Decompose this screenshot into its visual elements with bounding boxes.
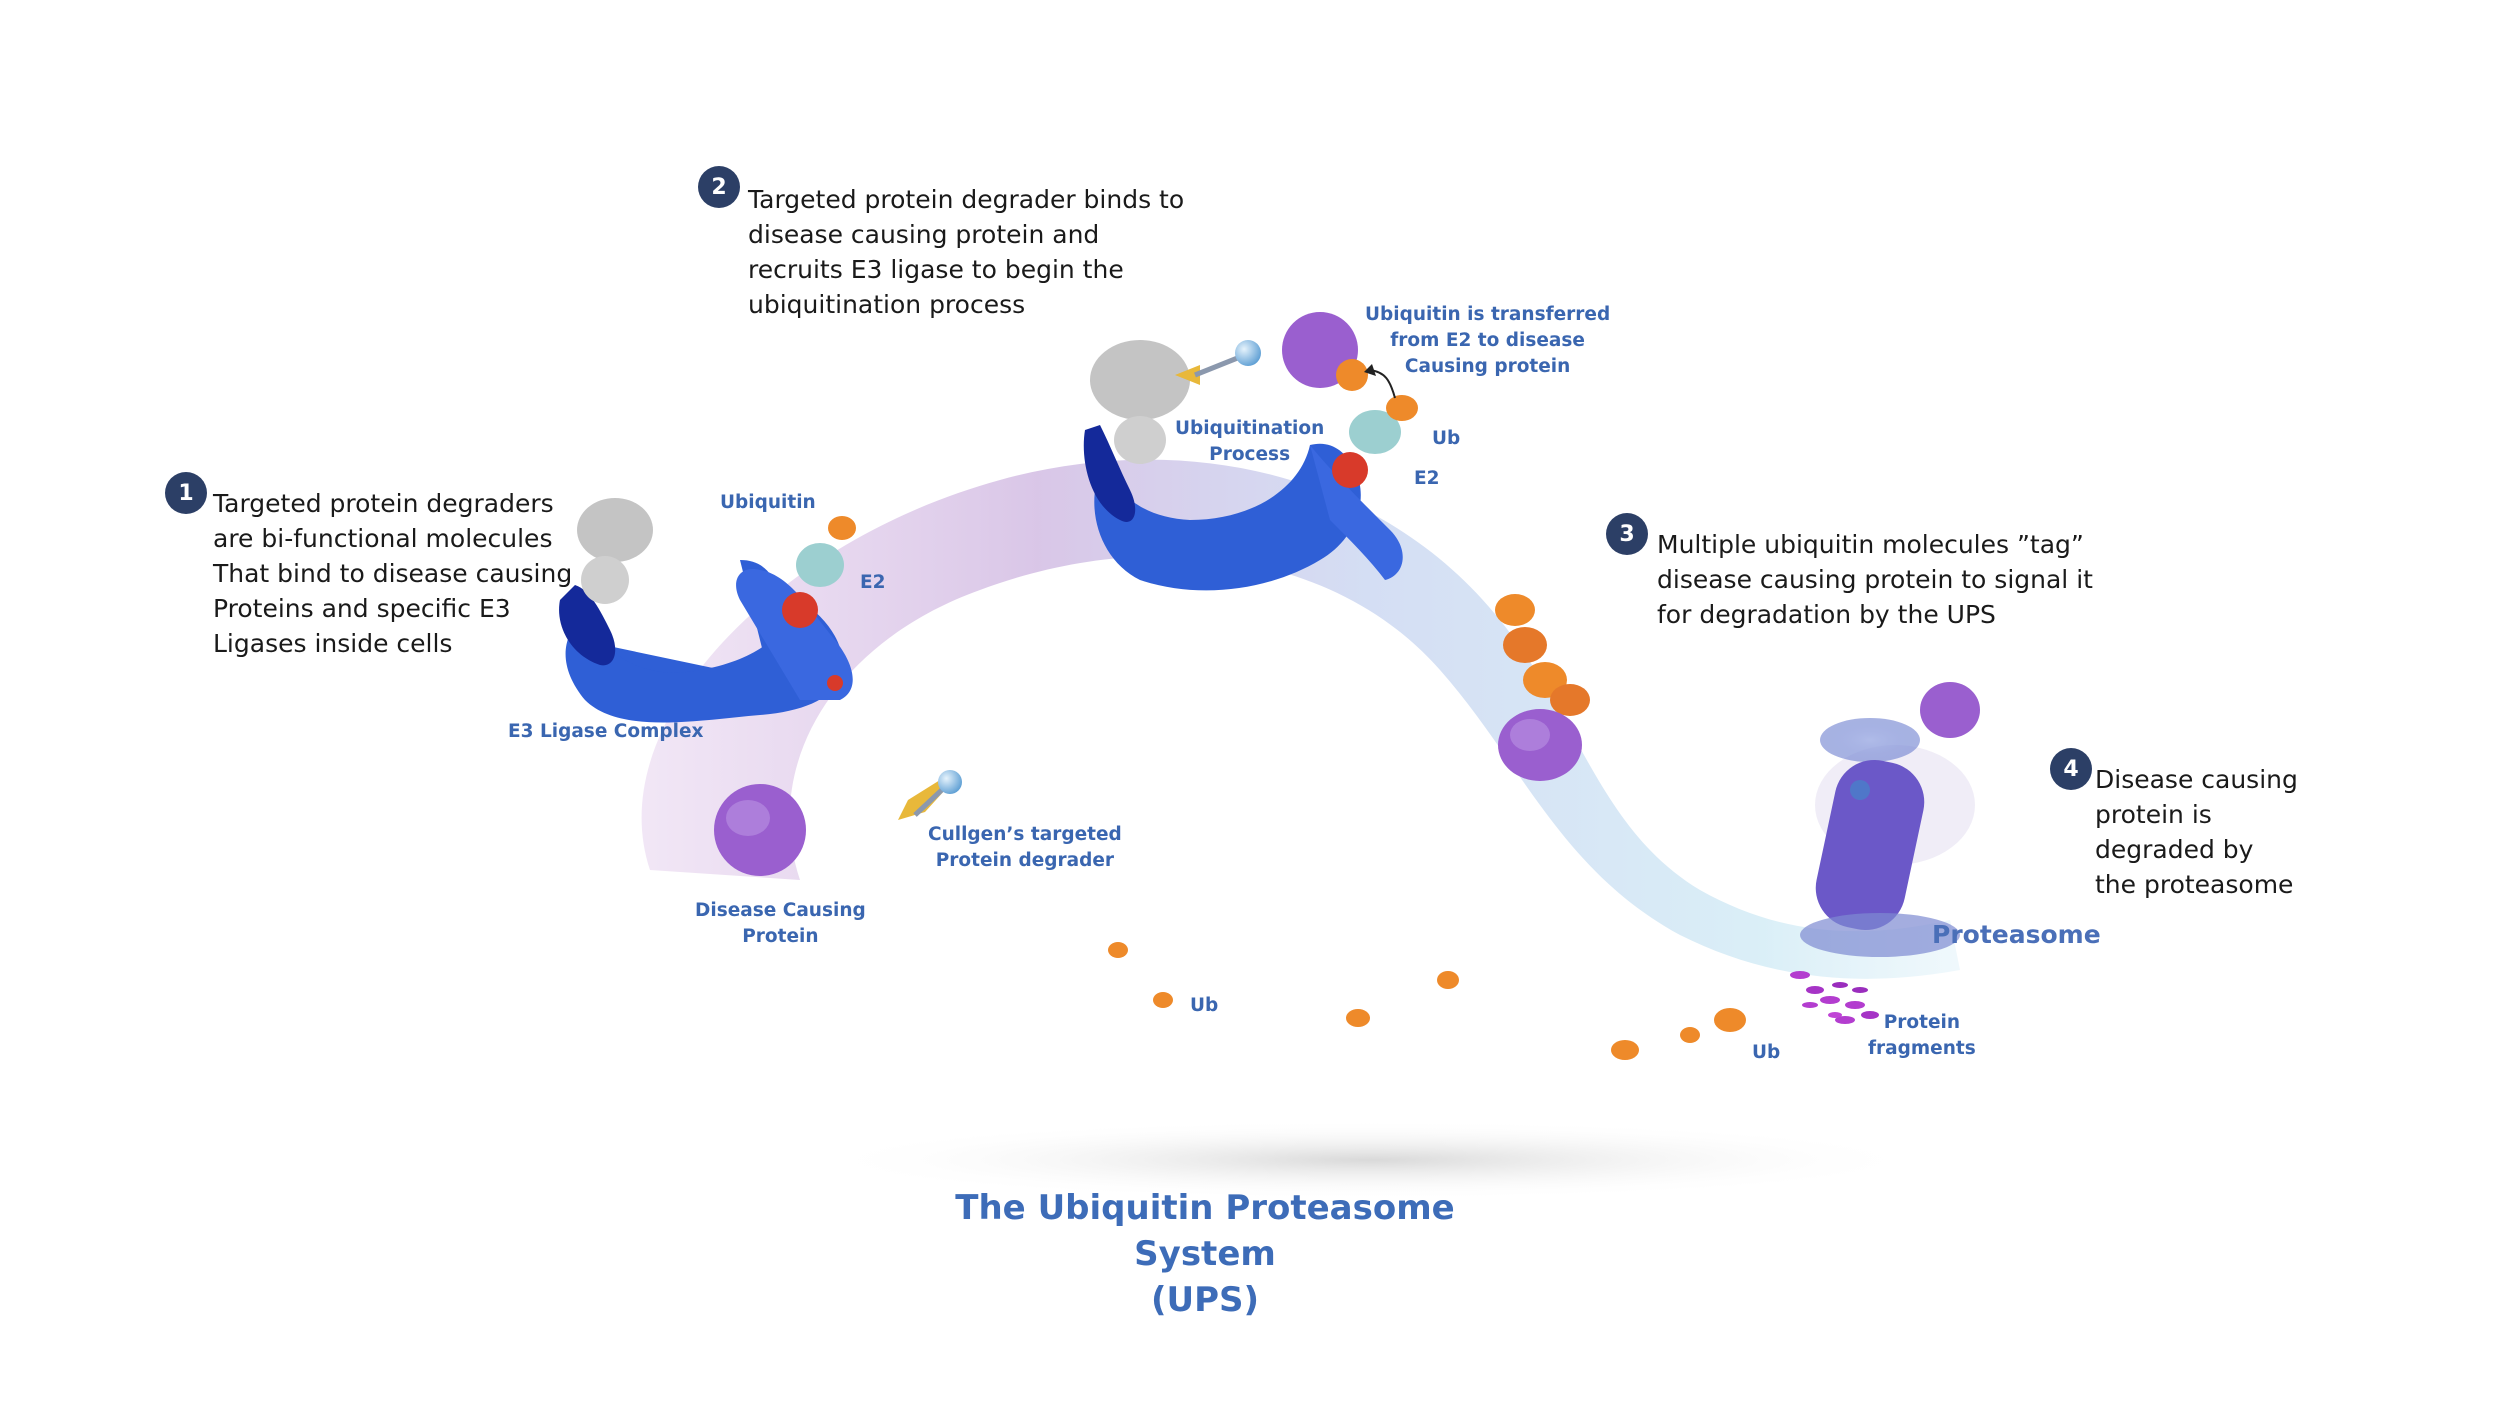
proteasome-label: Proteasome	[1932, 920, 2101, 949]
ubiquitin-transferred-label: Ubiquitin is transferred from E2 to dise…	[1365, 304, 1611, 377]
e3-ligase-complex-icon	[559, 498, 856, 723]
step-badge-4: 4	[2050, 748, 2092, 790]
cullgen-degrader-label: Cullgen’s targeted Protein degrader	[928, 824, 1122, 871]
ub-label-stage2: Ub	[1432, 428, 1461, 449]
step-badge-2: 2	[698, 166, 740, 208]
ubiquitination-complex-icon	[1083, 312, 1418, 591]
degrader-molecule-icon	[898, 770, 962, 820]
step-4-description: Disease causing protein is degraded by t…	[2095, 765, 2298, 899]
ubiquitin-icon	[1108, 942, 1746, 1060]
step-3-description: Multiple ubiquitin molecules ”tag” disea…	[1657, 530, 2093, 629]
process-ribbon	[641, 459, 1961, 979]
e3-ligase-complex-label: E3 Ligase Complex	[508, 721, 704, 742]
step-badge-1: 1	[165, 472, 207, 514]
proteasome-icon	[1800, 682, 1980, 957]
step-1-description: Targeted protein degraders are bi-functi…	[213, 489, 573, 658]
e2-label-stage2: E2	[1414, 468, 1440, 489]
diagram-title: The Ubiquitin Proteasome System (UPS)	[955, 1188, 1455, 1320]
step-2-description: Targeted protein degrader binds to disea…	[748, 185, 1185, 319]
ub-label-free-left: Ub	[1190, 995, 1219, 1016]
floor-shadow	[810, 1120, 1930, 1200]
ubiquitin-label: Ubiquitin	[720, 492, 816, 513]
tagged-protein-icon	[1495, 594, 1590, 781]
ub-label-free-right: Ub	[1752, 1042, 1781, 1063]
protein-fragments-label: Protein fragments	[1868, 1012, 1976, 1059]
protein-fragment-icon	[1790, 971, 1879, 1024]
step-badge-3: 3	[1606, 513, 1648, 555]
ubiquitination-process-label: Ubiquitination Process	[1175, 418, 1325, 465]
e2-label-stage1: E2	[860, 572, 886, 593]
disease-causing-protein-label: Disease Causing Protein	[695, 900, 866, 947]
disease-protein-icon	[714, 784, 806, 876]
